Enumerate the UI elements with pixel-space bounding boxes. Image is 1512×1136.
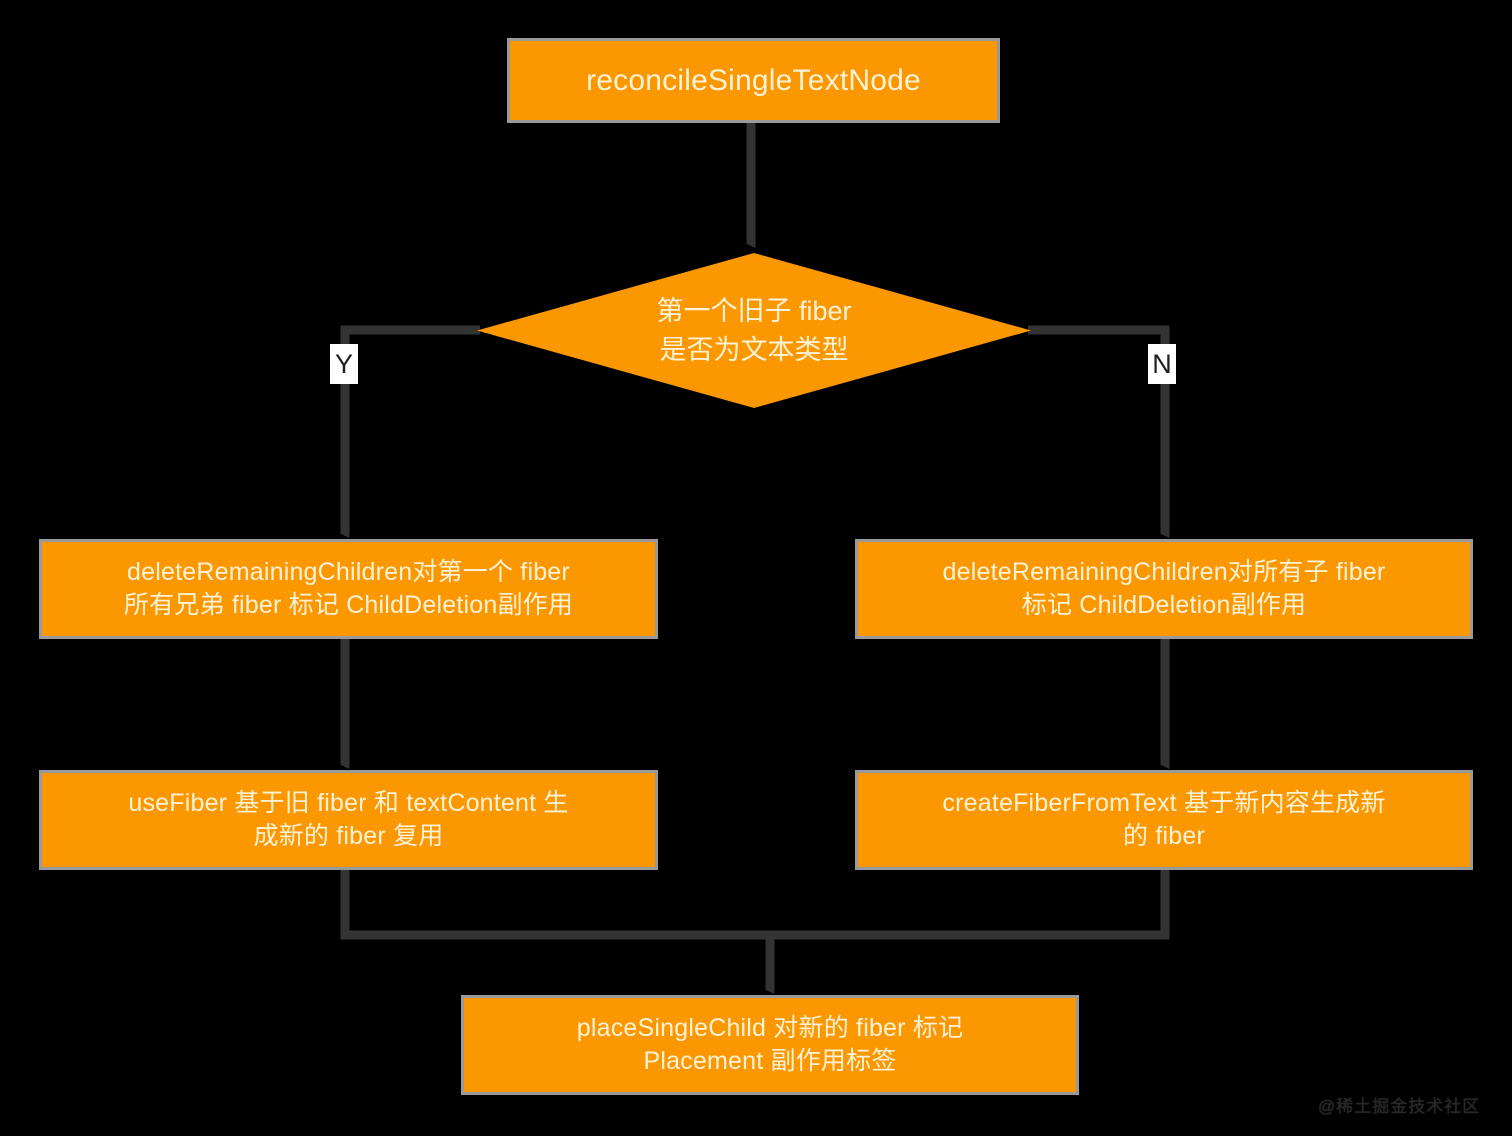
connector-decision-no <box>1028 325 1170 539</box>
node-place-label: placeSingleChild 对新的 fiber 标记 Placement … <box>576 1014 964 1075</box>
node-left-usefiber-label: useFiber 基于旧 fiber 和 textContent 生 成新的 f… <box>128 789 569 850</box>
connector-decision-yes <box>340 325 480 539</box>
node-decision-is-text-type: 第一个旧子 fiber 是否为文本类型 <box>477 253 1031 408</box>
edge-label-no: N <box>1148 344 1176 384</box>
node-decision-label: 第一个旧子 fiber 是否为文本类型 <box>656 296 852 365</box>
node-delete-remaining-children-first-fiber[interactable]: deleteRemainingChildren对第一个 fiber 所有兄弟 f… <box>42 542 655 636</box>
node-delete-remaining-children-all-fibers[interactable]: deleteRemainingChildren对所有子 fiber 标记 Chi… <box>858 542 1470 636</box>
node-right-createfiber-label: createFiberFromText 基于新内容生成新 的 fiber <box>942 789 1386 850</box>
node-create-fiber-from-text[interactable]: createFiberFromText 基于新内容生成新 的 fiber <box>858 773 1470 867</box>
watermark: @稀土掘金技术社区 <box>1318 1097 1481 1116</box>
connector-left-merge <box>340 869 1170 940</box>
node-place-single-child[interactable]: placeSingleChild 对新的 fiber 标记 Placement … <box>464 998 1076 1092</box>
node-root-label: reconcileSingleTextNode <box>586 63 921 97</box>
node-left-delete-label: deleteRemainingChildren对第一个 fiber 所有兄弟 f… <box>123 558 574 619</box>
edge-label-yes: Y <box>330 344 358 384</box>
node-use-fiber[interactable]: useFiber 基于旧 fiber 和 textContent 生 成新的 f… <box>42 773 655 867</box>
node-reconcile-single-text-node[interactable]: reconcileSingleTextNode <box>510 41 997 120</box>
node-right-delete-label: deleteRemainingChildren对所有子 fiber 标记 Chi… <box>942 558 1386 619</box>
